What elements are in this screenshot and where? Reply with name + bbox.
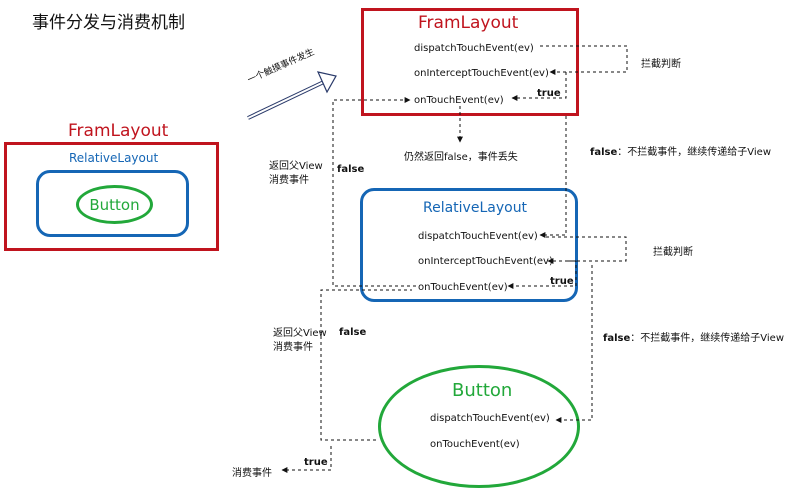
middle-intercept-check-label: 拦截判断 [653,247,693,258]
middle-intercept-loop [546,236,627,264]
top-ontouch-method: onTouchEvent(ev) [414,95,504,106]
left-false-label-1: false [337,164,365,175]
bottom-button-ellipse [378,365,580,488]
left-relativelayout-box [36,170,189,237]
left-framlayout-box [4,142,219,251]
top-false-keyword: false [590,147,618,158]
middle-false-keyword: false [603,333,631,344]
middle-dispatch-method: dispatchTouchEvent(ev) [418,231,538,242]
top-intercept-method: onInterceptTouchEvent(ev) [414,68,549,79]
bottom-ontouch-method: onTouchEvent(ev) [430,439,520,450]
middle-intercept-method: onInterceptTouchEvent(ev) [418,256,553,267]
middle-false-arrow [555,265,593,423]
middle-ontouch-method: onTouchEvent(ev) [418,282,508,293]
top-false-desc: false：不拦截事件，继续传递给子View [590,143,771,158]
consume-event-label: 消费事件 [232,468,272,479]
middle-relativelayout-box [360,188,578,302]
top-false-arrow [539,116,567,238]
left-framlayout-label: FramLayout [68,121,169,141]
middle-true-label: true [550,276,574,287]
middle-relativelayout-label: RelativeLayout [423,200,528,216]
left-button-label: Button [89,195,140,214]
bottom-true-arrow [281,446,332,473]
middle-false-text: ：不拦截事件，继续传递给子View [630,333,784,344]
page-title: 事件分发与消费机制 [32,13,185,33]
middle-false-desc: false：不拦截事件，继续传递给子View [603,329,784,344]
bottom-dispatch-method: dispatchTouchEvent(ev) [430,413,550,424]
left-button-ellipse: Button [76,185,153,224]
top-intercept-loop [540,45,628,75]
button-return-line [320,289,412,441]
top-framlayout-box [361,8,579,116]
top-dispatch-method: dispatchTouchEvent(ev) [414,43,534,54]
top-framlayout-label: FramLayout [418,13,519,33]
middle-return-arrow [332,97,416,287]
top-false-text: ：不拦截事件，继续传递给子View [617,147,771,158]
bottom-true-label: true [304,457,328,468]
return-parent-consume-1: 返回父View 消费事件 [269,161,323,186]
bottom-button-label: Button [452,380,513,401]
top-intercept-check-label: 拦截判断 [641,59,681,70]
top-true-label: true [537,88,561,99]
top-true-arrow [511,72,567,101]
left-false-label-2: false [339,327,367,338]
still-return-false-label: 仍然返回false，事件丢失 [404,152,518,163]
middle-true-arrow [507,260,577,289]
touch-event-arrow [247,71,337,120]
return-parent-consume-2: 返回父View 消费事件 [273,328,327,353]
left-relativelayout-label: RelativeLayout [69,151,159,165]
